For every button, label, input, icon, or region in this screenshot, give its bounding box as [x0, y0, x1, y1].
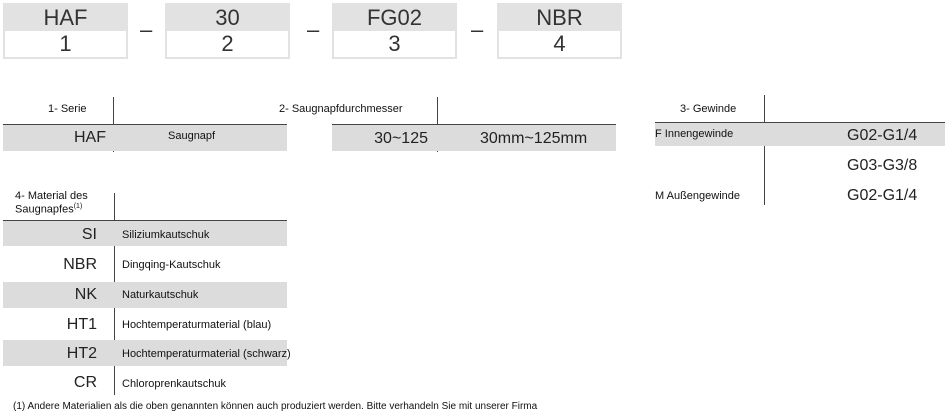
thread-value: G02-G1/4	[847, 127, 918, 144]
code-part-value: 30	[215, 5, 240, 30]
material-desc: Naturkautschuk	[122, 289, 199, 301]
material-header: 4- Material des	[15, 190, 88, 202]
code-part-value: FG02	[366, 5, 423, 30]
code-part-diameter: 30 2	[165, 3, 290, 59]
code-part-value: HAF	[43, 5, 88, 30]
code-part-value: NBR	[536, 5, 583, 30]
material-code: SI	[81, 226, 97, 243]
serie-rule	[3, 124, 287, 125]
serie-row-shade	[3, 124, 287, 151]
code-part-index: 2	[167, 31, 288, 57]
serie-code: HAF	[74, 129, 106, 146]
diameter-rule	[332, 124, 616, 125]
code-part-index: 1	[5, 31, 126, 57]
material-code: NBR	[63, 256, 97, 273]
code-separator: –	[307, 17, 320, 42]
thread-header: 3- Gewinde	[680, 103, 737, 115]
material-row-shade	[3, 282, 287, 308]
material-header-line2: Saugnapfes(1)	[15, 203, 82, 216]
code-part-material: NBR 4	[497, 3, 622, 59]
material-row-shade	[3, 340, 287, 366]
material-desc: Hochtemperaturmaterial (blau)	[122, 319, 272, 331]
material-footnote-ref: (1)	[73, 203, 83, 210]
diameter-code: 30~125	[374, 130, 428, 147]
thread-row-shade	[655, 122, 945, 146]
code-separator: –	[140, 17, 153, 42]
material-row-shade	[3, 220, 287, 246]
serie-desc: Saugnapf	[168, 130, 216, 142]
code-part-thread: FG02 3	[332, 3, 457, 59]
thread-label: F Innengewinde	[655, 128, 734, 140]
thread-divider	[764, 95, 765, 205]
thread-value: G02-G1/4	[847, 187, 918, 204]
diameter-desc: 30mm~125mm	[480, 130, 588, 147]
diameter-row-shade	[332, 124, 616, 151]
thread-rule	[655, 122, 945, 123]
material-desc: Siliziumkautschuk	[122, 229, 210, 241]
thread-value: G03-G3/8	[847, 157, 918, 174]
thread-label: M Außengewinde	[655, 190, 740, 202]
material-desc: Chloroprenkautschuk	[122, 378, 226, 390]
code-part-index: 3	[334, 31, 455, 57]
footnote: (1) Andere Materialien als die oben gena…	[13, 401, 538, 412]
serie-header: 1- Serie	[48, 103, 87, 115]
material-desc: Dingqing-Kautschuk	[122, 259, 221, 271]
material-code: NK	[74, 286, 97, 303]
material-code: HT2	[66, 345, 97, 362]
material-code: CR	[73, 374, 97, 391]
material-code: HT1	[66, 316, 97, 333]
material-desc: Hochtemperaturmaterial (schwarz)	[122, 348, 291, 360]
diameter-header: 2- Saugnapfdurchmesser	[279, 103, 403, 115]
code-part-serie: HAF 1	[3, 3, 128, 59]
code-part-index: 4	[499, 31, 620, 57]
material-header-text: Saugnapfes	[15, 203, 74, 216]
material-rule	[3, 220, 287, 221]
code-separator: –	[471, 17, 484, 42]
